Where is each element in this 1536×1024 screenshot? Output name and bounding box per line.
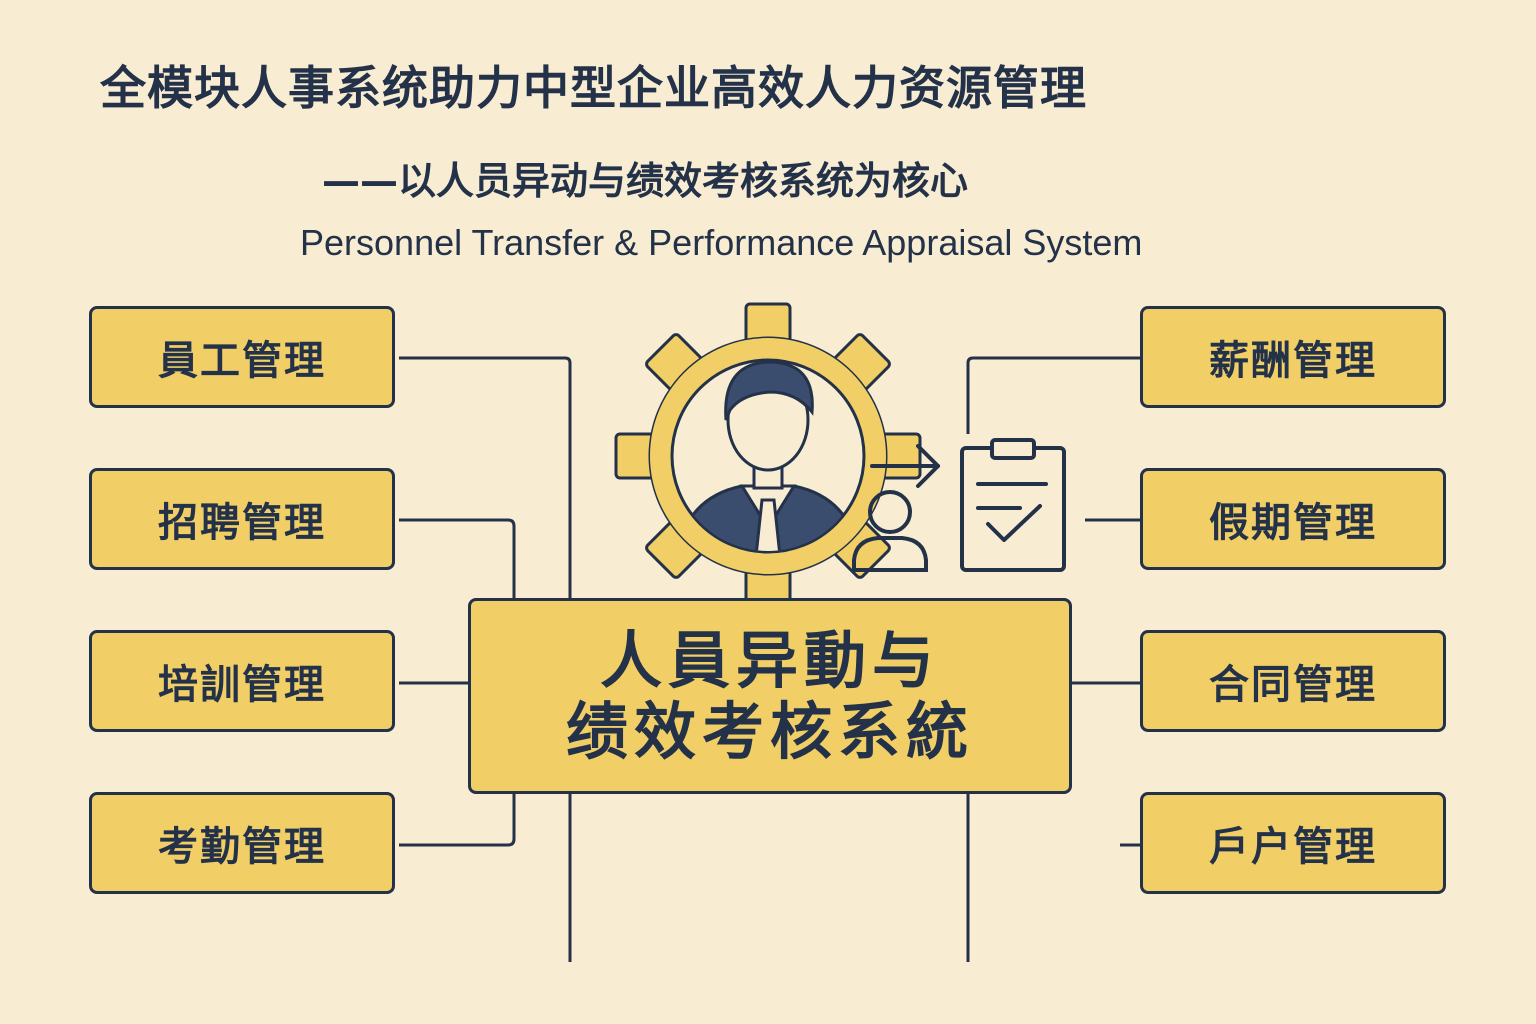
module-leave-management[interactable]: 假期管理 [1140, 468, 1446, 570]
module-attendance-management[interactable]: 考勤管理 [89, 792, 395, 894]
core-system-line2: 绩效考核系統 [565, 695, 974, 768]
user-icon [852, 490, 928, 572]
clipboard-check-icon [960, 438, 1066, 572]
core-system-line1: 人員异動与 [599, 623, 940, 697]
module-contract-management[interactable]: 合同管理 [1140, 630, 1446, 732]
module-household-management[interactable]: 戶户管理 [1140, 792, 1446, 894]
page-subtitle-english: Personnel Transfer & Performance Apprais… [300, 222, 1143, 263]
module-recruitment-management[interactable]: 招聘管理 [89, 468, 395, 570]
module-salary-management[interactable]: 薪酬管理 [1140, 306, 1446, 408]
transfer-arrow-icon [870, 444, 940, 488]
module-employee-management[interactable]: 員工管理 [89, 306, 395, 408]
connector-lines [399, 356, 1140, 962]
connector-attendance [399, 794, 516, 847]
connector-salary [966, 356, 1140, 434]
connector-employee [399, 356, 572, 598]
core-system-box[interactable]: 人員异動与 绩效考核系統 [468, 598, 1072, 794]
module-training-management[interactable]: 培訓管理 [89, 630, 395, 732]
page-title: 全模块人事系统助力中型企业高效人力资源管理 [100, 61, 1087, 115]
connector-recruit [399, 518, 516, 598]
page-subtitle: ——以人员异动与绩效考核系统为核心 [322, 159, 969, 203]
